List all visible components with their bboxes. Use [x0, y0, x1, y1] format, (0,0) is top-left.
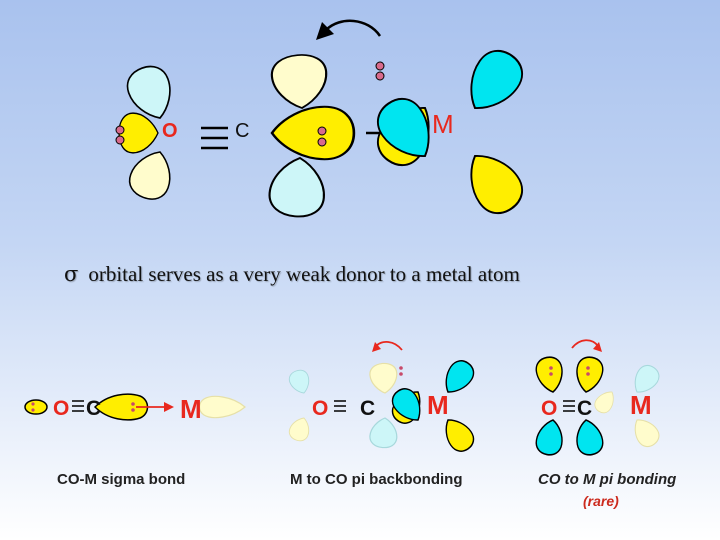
metal-label: M [432, 109, 454, 139]
backbonding-curved-arrow [316, 19, 382, 40]
top-orbital-diagram: O C M [115, 19, 532, 223]
c-label: C [577, 397, 592, 420]
electron-dot [399, 366, 403, 370]
c-pi-lobe-lower [266, 154, 329, 220]
electron-dot [115, 135, 125, 145]
sigma-symbol: σ [64, 262, 79, 286]
metal-d-lobe-lower-right [455, 141, 532, 223]
o-lone-pair-lobe [24, 399, 48, 415]
backbonding-curved-arrow [372, 341, 403, 352]
electron-dot [399, 372, 403, 376]
c-pi-lobe-lower [368, 416, 400, 450]
pi-donation-curved-arrow [571, 339, 602, 352]
electron-dot [549, 366, 553, 370]
o-label: O [541, 397, 557, 420]
o-label: O [53, 397, 69, 420]
sigma-donation-arrow [136, 402, 174, 412]
panel-title-sigma-bond: CO-M sigma bond [57, 471, 186, 488]
electron-dot [31, 408, 35, 412]
electron-dot [586, 372, 590, 376]
c-label: C [360, 397, 375, 420]
electron-dot [31, 402, 35, 406]
metal-d-lobe [198, 395, 246, 419]
panel-title-backbonding: M to CO pi backbonding [290, 471, 463, 488]
main-caption-text: orbital serves as a very weak donor to a… [88, 262, 520, 286]
electron-dot [586, 366, 590, 370]
c-label: C [235, 120, 249, 142]
electron-dot [131, 402, 135, 406]
rare-note: (rare) [583, 493, 619, 509]
c-pi-lobe-upper [368, 361, 400, 395]
triple-bond-lines [201, 126, 228, 150]
electron-dot [375, 71, 385, 81]
metal-d-lobe-upper-right [455, 41, 532, 123]
o-pi-lobe-upper [286, 367, 314, 397]
metal-label: M [180, 394, 202, 424]
electron-dot [317, 137, 327, 147]
electron-dot [317, 126, 327, 136]
panel-sigma-bond: O C M [24, 393, 246, 424]
main-caption: σ orbital serves as a very weak donor to … [64, 262, 664, 287]
electron-dot [115, 125, 125, 135]
panel-title-pi-bonding: CO to M pi bonding [538, 471, 677, 488]
o-pi-lobe-lower [124, 144, 180, 206]
o-label: O [162, 120, 178, 142]
metal-label: M [630, 390, 652, 420]
electron-dot [131, 408, 135, 412]
o-pi-lobe-lower [286, 414, 314, 444]
c-sigma-lobe [270, 105, 356, 161]
metal-d-lobe-upper-left [591, 386, 620, 417]
c-label: C [86, 397, 101, 420]
c-pi-lobe-lower-left [533, 416, 567, 458]
panel-backbonding: O C M [286, 341, 479, 457]
metal-label: M [427, 390, 449, 420]
o-label: O [312, 397, 328, 420]
c-pi-lobe-upper [269, 51, 331, 112]
panel-pi-bonding: O C M [533, 339, 664, 458]
electron-dot [549, 372, 553, 376]
o-lone-pair-lobe [118, 112, 159, 154]
electron-dot [375, 61, 385, 71]
c-pi-lobe-lower-right [572, 416, 606, 458]
